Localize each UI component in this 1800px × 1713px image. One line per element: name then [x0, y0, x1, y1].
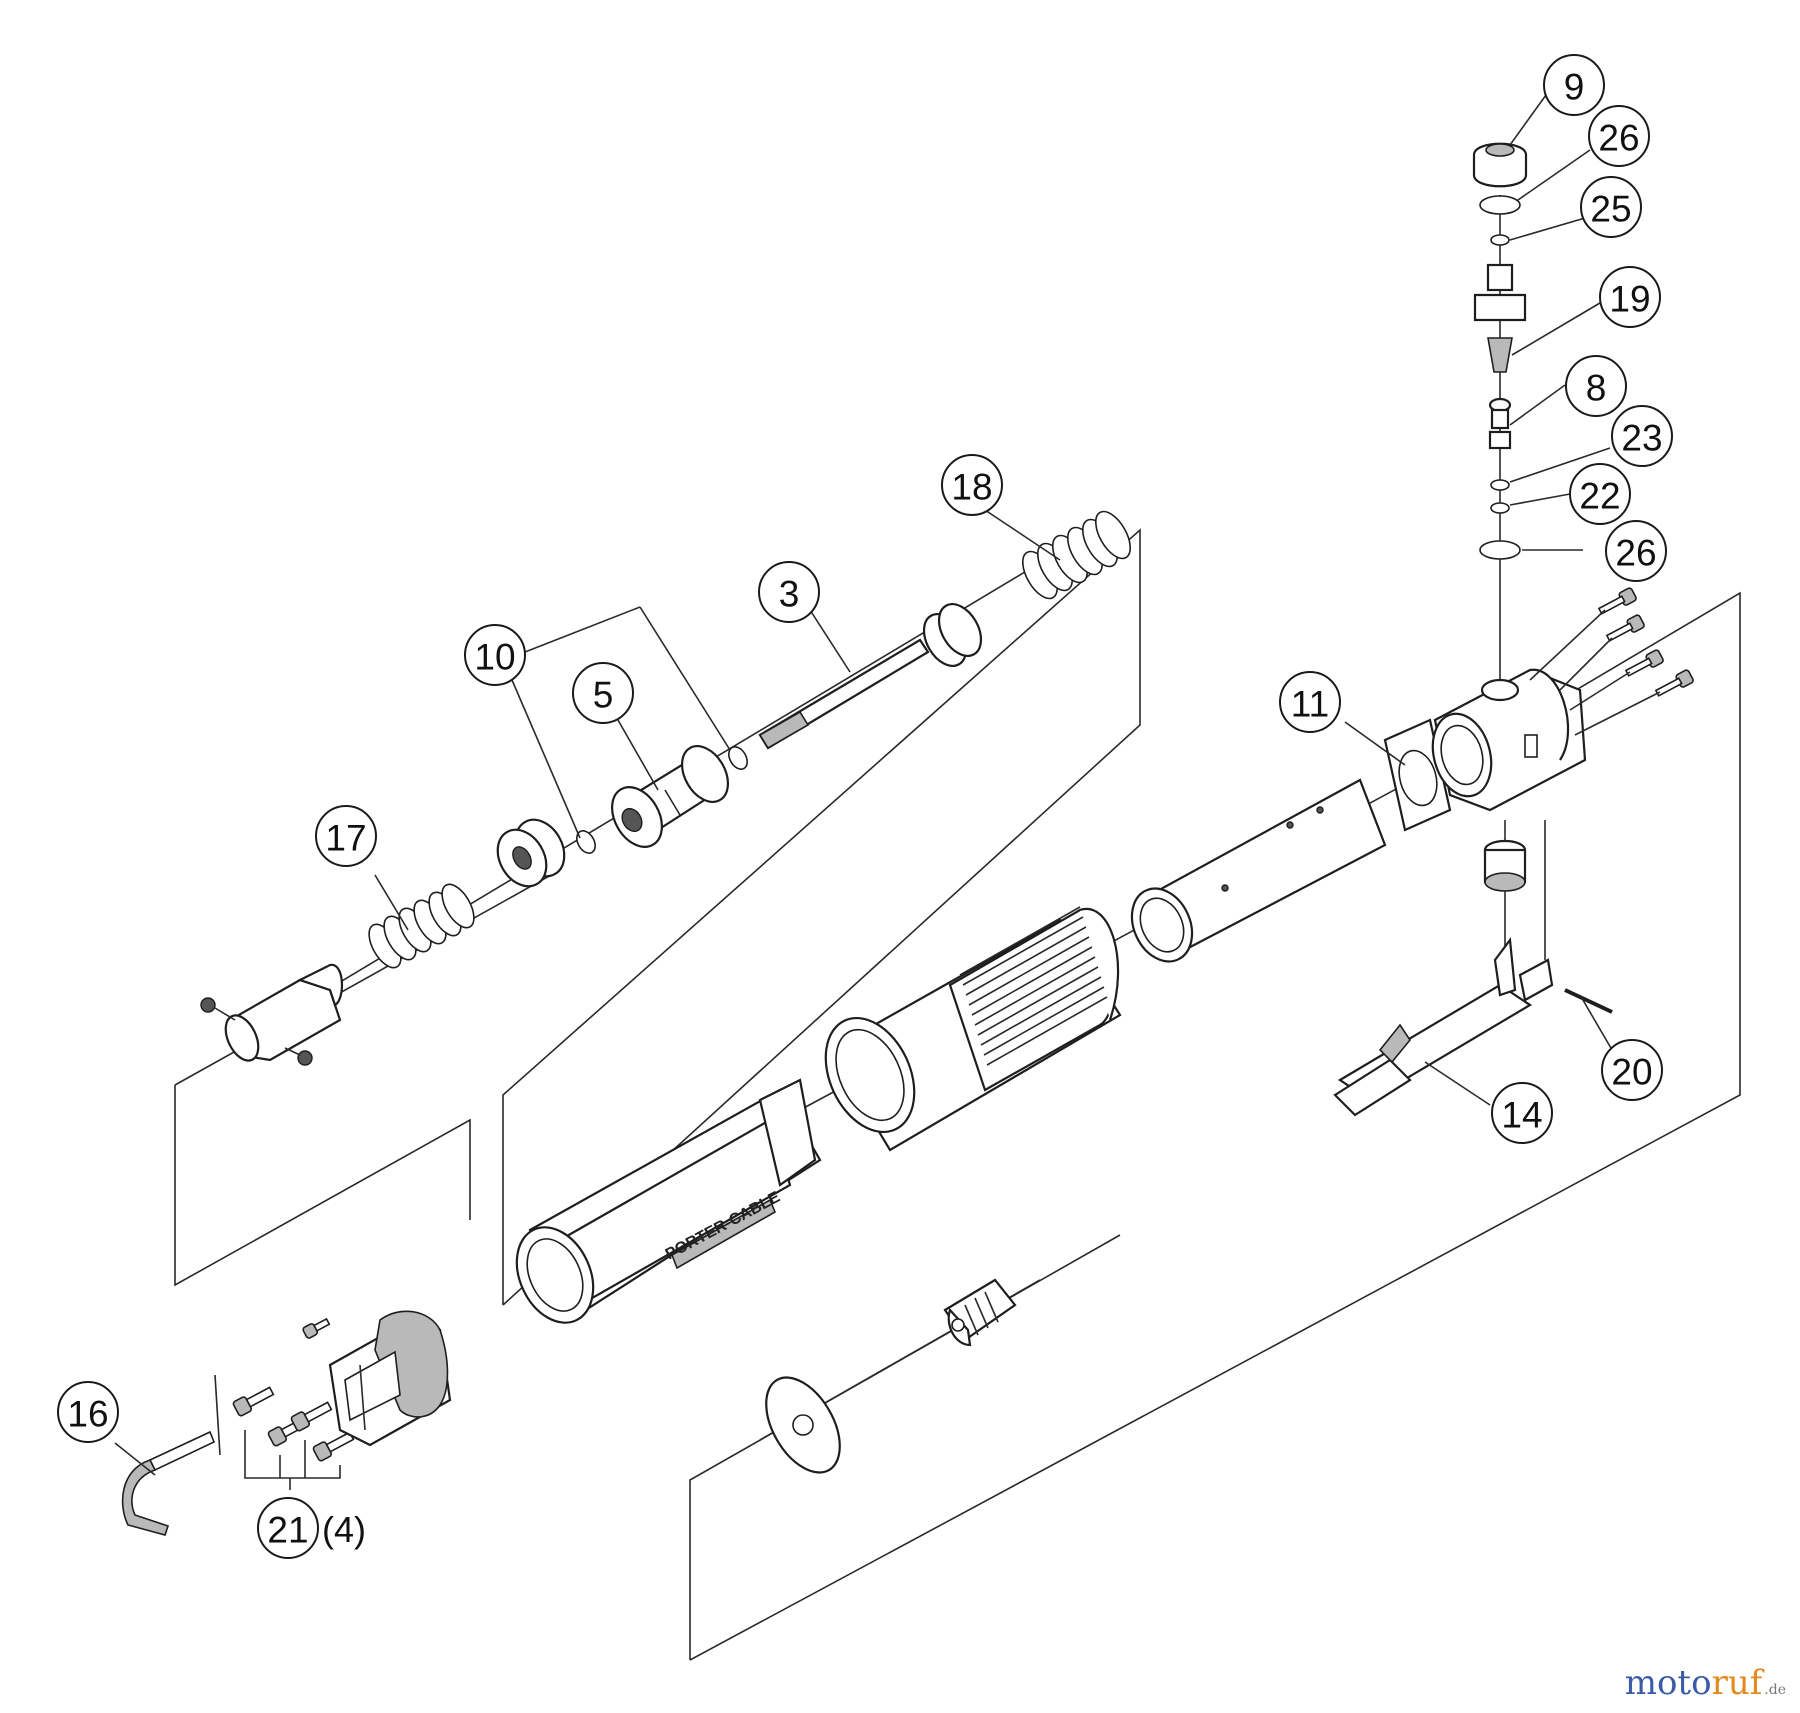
callout-16: 16 [57, 1381, 119, 1443]
svg-text:19: 19 [1609, 279, 1650, 320]
cylinder [1130, 778, 1387, 963]
part-17-spring [368, 883, 475, 969]
head-screws [1529, 587, 1694, 736]
callout-11: 11 [1279, 671, 1341, 733]
callout-21: 21 [257, 1497, 319, 1559]
end-cap-housing [328, 1310, 452, 1447]
callout-17: 17 [315, 805, 377, 867]
part-5-rotor [611, 745, 730, 848]
svg-text:26: 26 [1598, 118, 1639, 159]
callout-5: 5 [572, 662, 634, 724]
qty-note: (4) [322, 1509, 366, 1550]
callout-3: 3 [758, 561, 820, 623]
callout-26-bottom: 26 [1605, 520, 1667, 582]
callout-18: 18 [941, 454, 1003, 516]
warning-tag [765, 1376, 841, 1474]
part-10-washers [576, 746, 748, 854]
watermark-suffix: .de [1764, 1682, 1786, 1698]
callout-9: 9 [1543, 54, 1605, 116]
bearing [496, 818, 566, 888]
motor-fins [959, 906, 1108, 1066]
callout-22: 22 [1569, 463, 1631, 525]
svg-text:25: 25 [1590, 189, 1631, 230]
callout-14: 14 [1491, 1082, 1553, 1144]
svg-text:26: 26 [1615, 533, 1656, 574]
svg-text:5: 5 [593, 675, 614, 716]
svg-text:21: 21 [267, 1510, 308, 1551]
callout-20: 20 [1601, 1039, 1663, 1101]
valve-head-housing [1431, 668, 1587, 812]
part-14-trigger-lever [1333, 937, 1554, 1117]
svg-text:10: 10 [474, 637, 515, 678]
svg-text:3: 3 [779, 574, 800, 615]
svg-text:22: 22 [1579, 476, 1620, 517]
svg-text:20: 20 [1611, 1052, 1652, 1093]
part-20-pin [1564, 988, 1613, 1014]
callout-19: 19 [1599, 266, 1661, 328]
svg-text:18: 18 [951, 467, 992, 508]
svg-text:8: 8 [1586, 368, 1607, 409]
part-16-hex-key [121, 1430, 216, 1536]
part-18-spring [1022, 510, 1131, 600]
svg-text:14: 14 [1501, 1095, 1542, 1136]
watermark-part1: moto [1624, 1663, 1712, 1703]
part-21-screws [232, 1317, 355, 1490]
callout-leaders [114, 94, 1616, 1476]
callout-10: 10 [464, 624, 526, 686]
svg-text:17: 17 [325, 818, 366, 859]
svg-text:9: 9 [1564, 67, 1585, 108]
svg-text:23: 23 [1621, 418, 1662, 459]
svg-text:11: 11 [1291, 684, 1329, 725]
watermark-part2: ruf [1711, 1663, 1763, 1703]
svg-text:16: 16 [67, 1394, 108, 1435]
callout-23: 23 [1611, 405, 1673, 467]
part-3-shaft [758, 603, 983, 750]
callout-25: 25 [1580, 176, 1642, 238]
inlet-fitting [943, 1278, 1017, 1347]
motor-end-block [200, 963, 344, 1066]
grip-housing: PORTER-CABLE [515, 1078, 822, 1324]
callout-26-top: 26 [1588, 105, 1650, 167]
valve-stack [1472, 142, 1528, 892]
motor-housing [824, 907, 1122, 1152]
callout-8: 8 [1565, 355, 1627, 417]
